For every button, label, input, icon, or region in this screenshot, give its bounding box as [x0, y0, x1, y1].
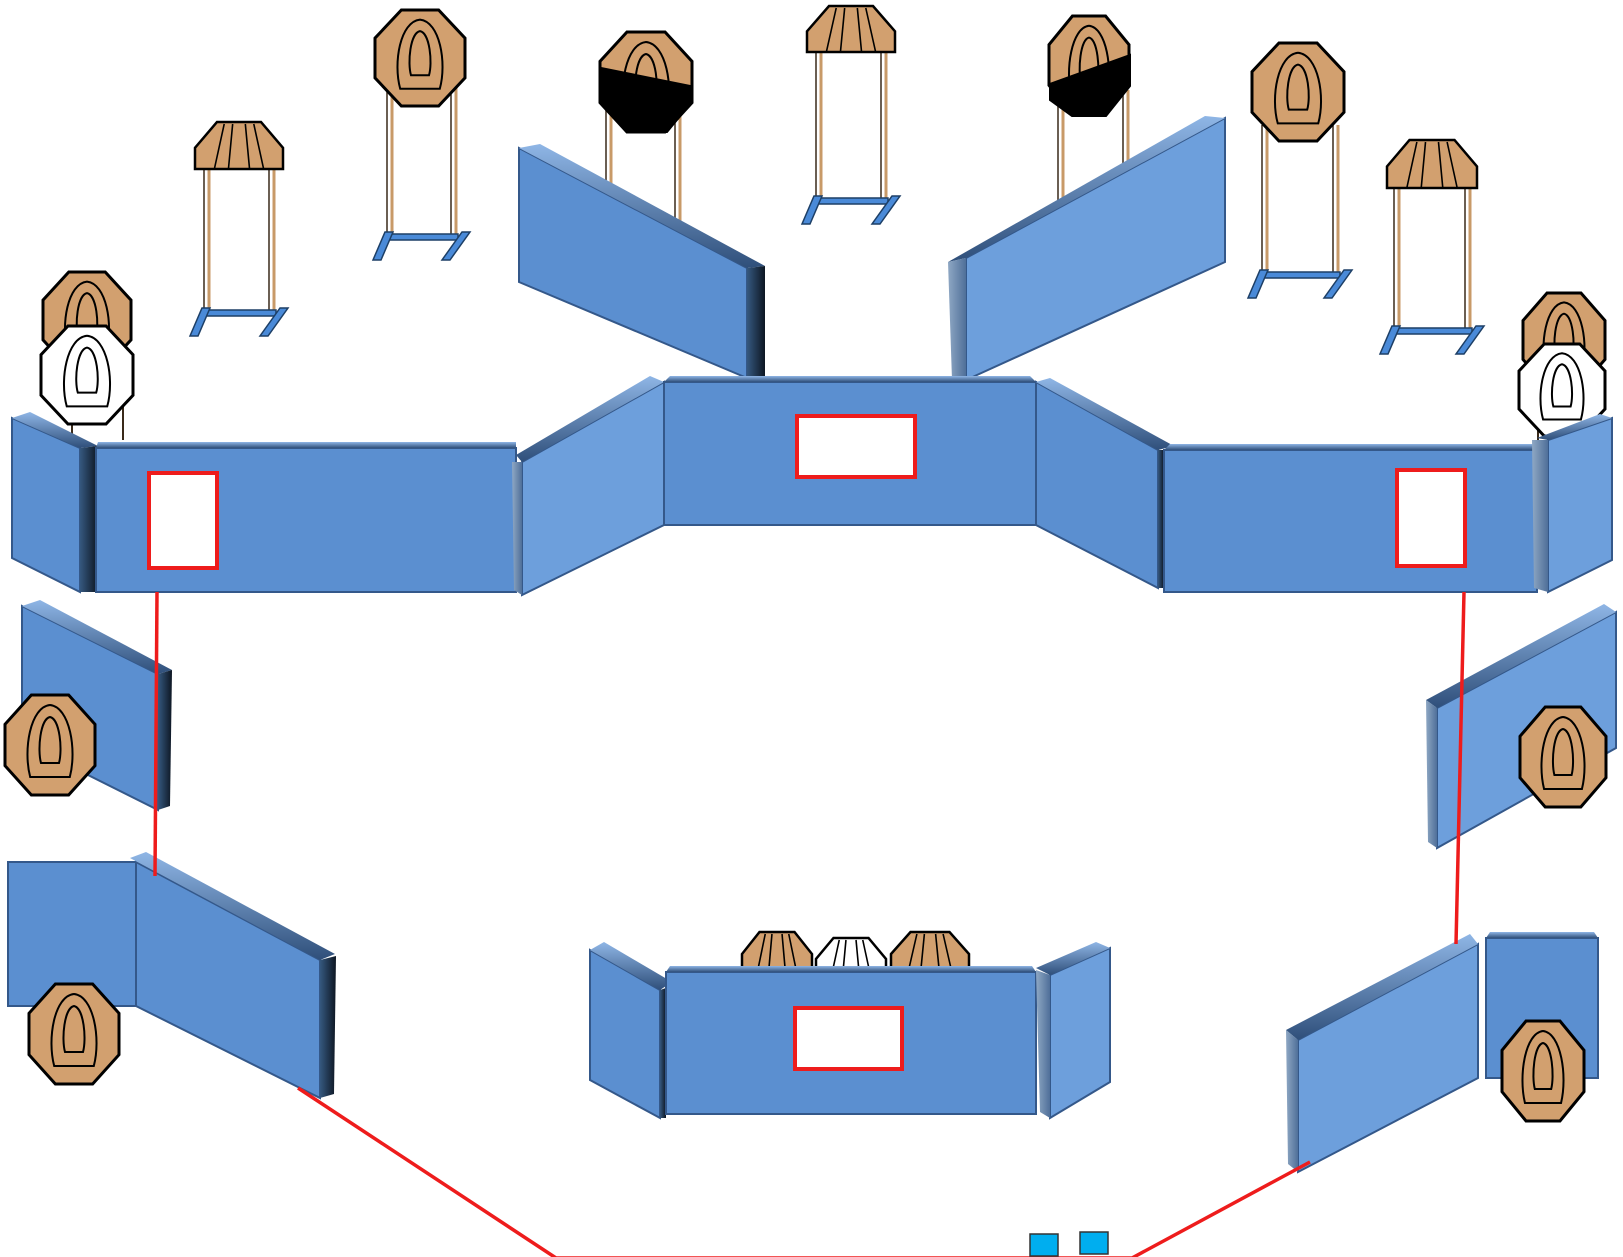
wall-edge [1158, 450, 1164, 588]
paper-target-stand-3 [598, 30, 694, 134]
a-zone-outline [408, 30, 432, 77]
c-zone-outline [50, 992, 98, 1067]
fault-line-left [153, 591, 159, 877]
a-zone-outline [1532, 1041, 1554, 1090]
wall-upper-right-stub [1547, 416, 1613, 594]
front-target-layer [3, 693, 1608, 1123]
a-zone-outline [1286, 63, 1310, 111]
fault-line-layer [153, 591, 1466, 1257]
paper-target-lower-left [27, 982, 121, 1086]
back-target-layer [39, 4, 1607, 978]
c-zone-outline [1521, 1029, 1565, 1104]
c-zone-outline [1540, 715, 1586, 790]
target-stand-2 [371, 80, 472, 261]
wall-top-edge [1426, 604, 1616, 708]
target-stand-1 [188, 165, 290, 337]
wall-top-edge [22, 600, 172, 674]
target-stand-4 [800, 50, 902, 225]
wall-top-edge [130, 852, 335, 960]
fault-line-start-area [297, 1086, 1311, 1257]
wall-top-edge [96, 442, 516, 448]
a-zone-outline [1550, 363, 1574, 408]
wall-upper-right-long [1163, 449, 1538, 593]
wall-bottom-center-right-wing [1049, 946, 1111, 1120]
wall-edge [1286, 1030, 1298, 1172]
target-stand-6 [1246, 125, 1354, 299]
wall-top-edge [1164, 444, 1537, 450]
paper-target-stand-1 [193, 120, 285, 171]
wall-edge [747, 266, 765, 380]
wall-top-left-angled [518, 146, 748, 380]
wall-top-edge [1036, 378, 1174, 450]
a-zone-outline [75, 346, 99, 394]
wall-top-edge [1286, 934, 1478, 1040]
wall-edge [1426, 700, 1437, 848]
window-upper-left [147, 471, 219, 570]
wall-edge [512, 462, 522, 595]
a-zone-outline [1551, 727, 1575, 776]
start-marker-left [1029, 1233, 1059, 1257]
paper-target-stand-6 [1250, 41, 1346, 143]
wall-layer [7, 116, 1617, 1174]
paper-target-stand-4 [805, 4, 897, 54]
c-zone-outline [1274, 51, 1322, 125]
wall-edge [1036, 970, 1050, 1118]
wall-top-edge [666, 966, 1036, 972]
wall-top-edge [12, 412, 98, 448]
paper-target-lower-right [1500, 1019, 1586, 1123]
start-marker-right [1079, 1231, 1109, 1255]
wall-top-edge [1537, 414, 1612, 440]
paper-target-mid-left [3, 693, 97, 797]
no-shoot-target-left [39, 324, 135, 426]
window-upper-right [1395, 468, 1467, 568]
paper-target-stand-7 [1385, 138, 1479, 190]
paper-target-bottom-center-left [740, 930, 814, 974]
target-stand-7 [1378, 178, 1486, 355]
c-zone-outline [1539, 352, 1585, 421]
paper-target-stand-2 [373, 8, 467, 108]
paper-target-mid-right [1518, 705, 1608, 809]
wall-edge [320, 956, 336, 1098]
wall-top-edge [1486, 932, 1598, 938]
wall-edge [948, 258, 966, 380]
wall-edge [1532, 440, 1548, 592]
window-bottom-center [793, 1006, 904, 1071]
wall-top-edge [664, 376, 1036, 382]
wall-upper-left-stub [11, 416, 81, 594]
a-zone-outline [38, 715, 62, 764]
a-zone-outline [634, 52, 658, 101]
wall-edge [158, 670, 172, 810]
wall-edge [660, 988, 666, 1118]
c-zone-outline [63, 334, 111, 408]
wall-top-edge [590, 942, 672, 990]
window-upper-center [795, 414, 917, 479]
wall-edge [80, 446, 98, 592]
wall-top-right-angled [965, 116, 1226, 382]
c-zone-outline [622, 40, 670, 115]
c-zone-outline [396, 18, 444, 90]
a-zone-outline [62, 1004, 86, 1053]
wall-top-edge [948, 116, 1225, 262]
a-zone-outline [1078, 36, 1100, 84]
wall-top-edge [1036, 942, 1110, 975]
wall-top-edge [519, 144, 765, 268]
paper-target-stand-5 [1047, 14, 1131, 117]
wall-top-edge [516, 376, 664, 462]
fault-line-right [1454, 591, 1466, 945]
c-zone-outline [26, 703, 74, 778]
c-zone-outline [1068, 24, 1110, 98]
